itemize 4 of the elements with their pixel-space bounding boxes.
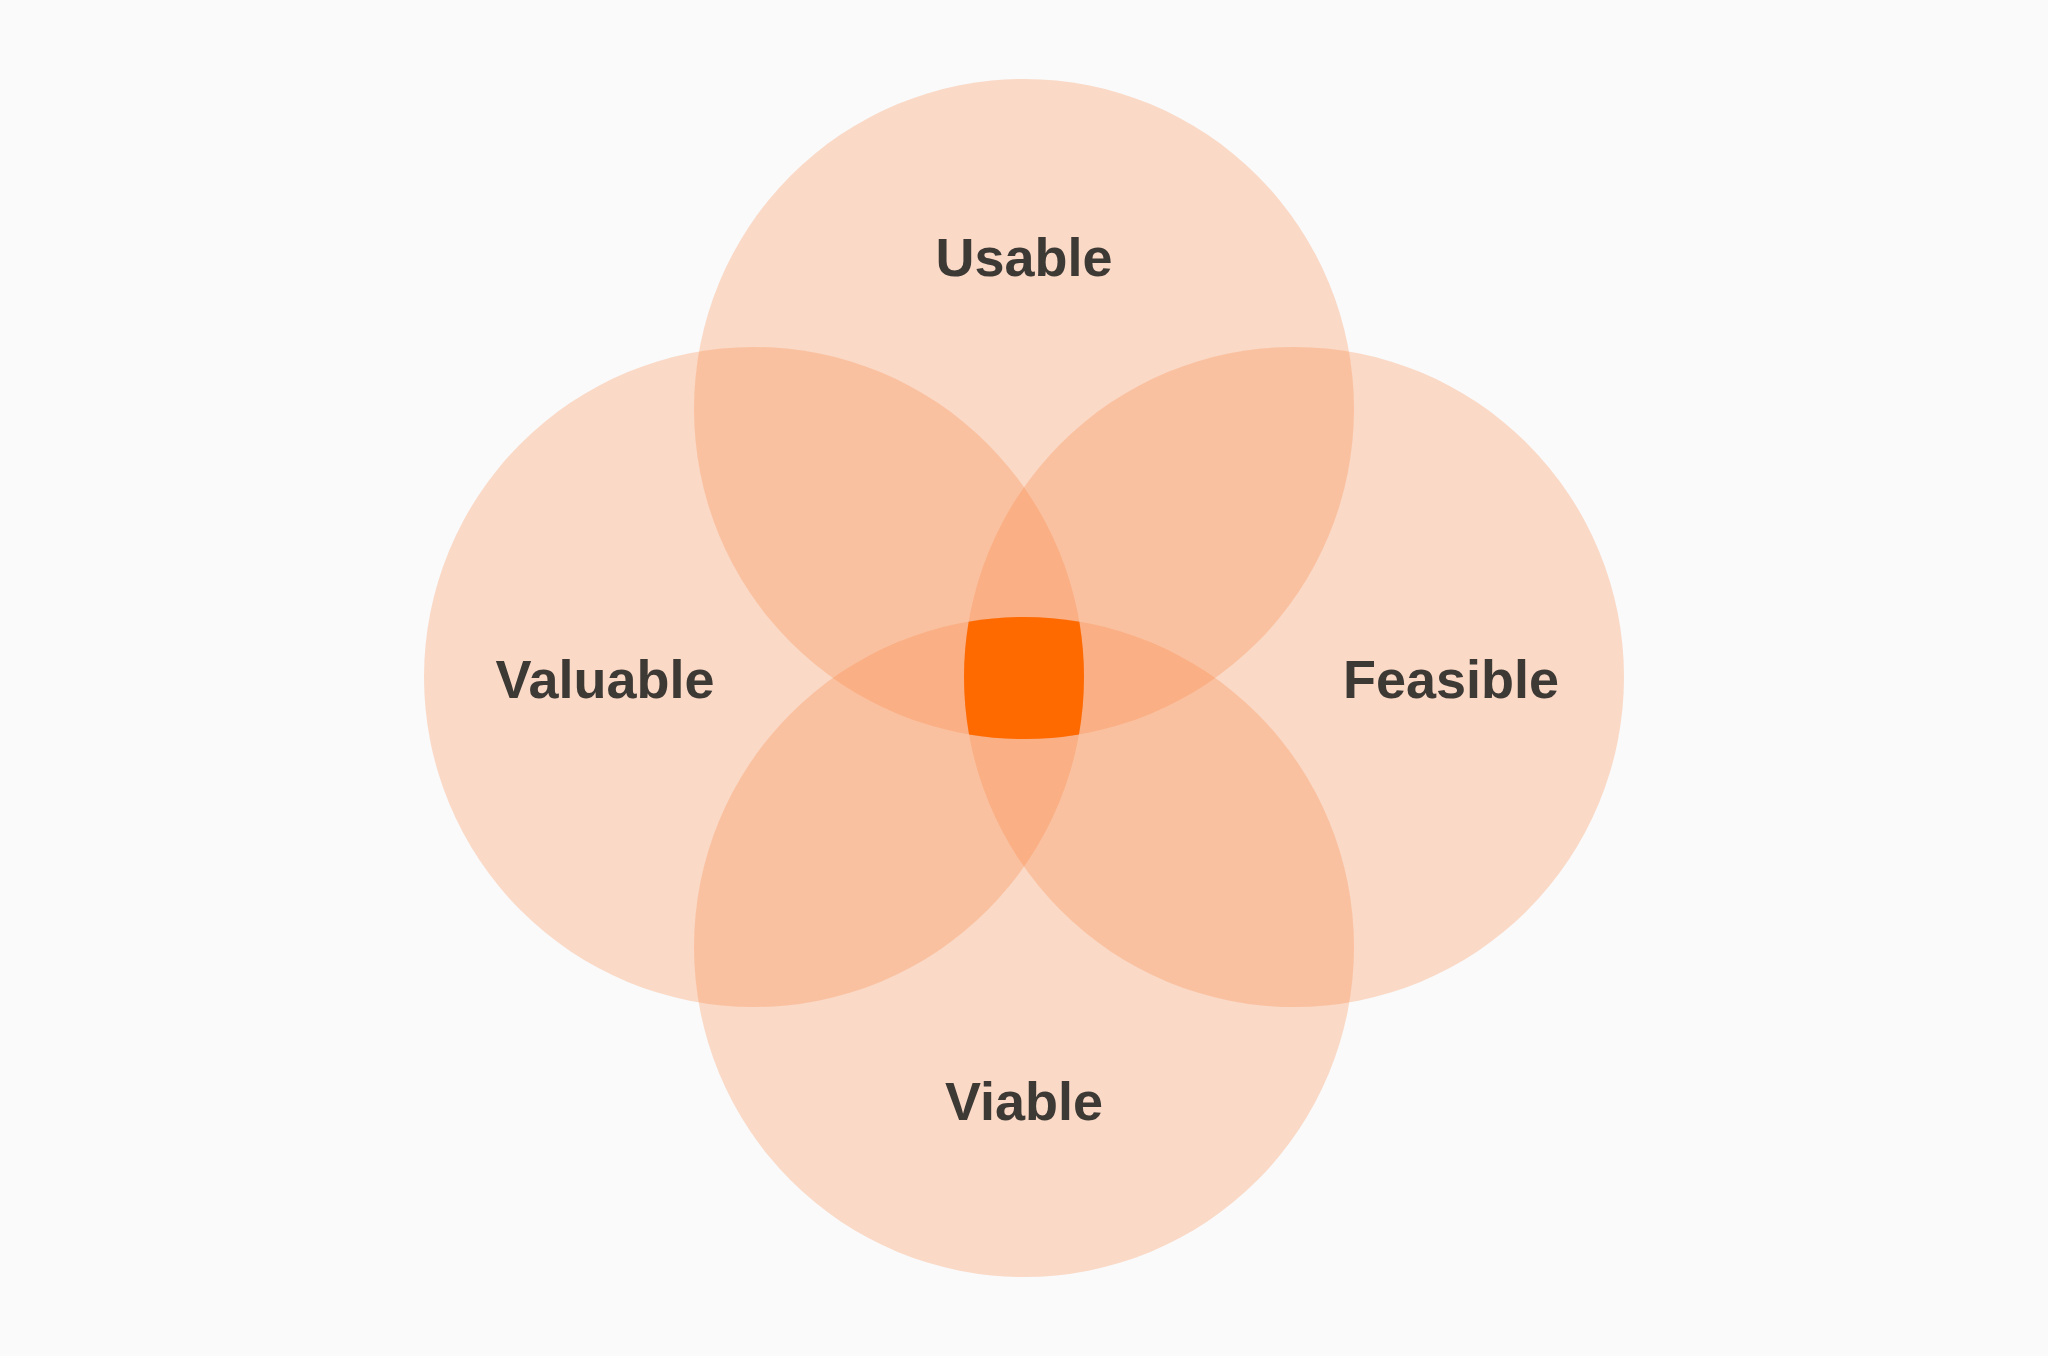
circle-label: Feasible	[1342, 647, 1560, 711]
circle-label: Viable	[944, 1069, 1104, 1133]
circle-label: Valuable	[495, 647, 715, 711]
circle-label: Usable	[935, 225, 1113, 289]
